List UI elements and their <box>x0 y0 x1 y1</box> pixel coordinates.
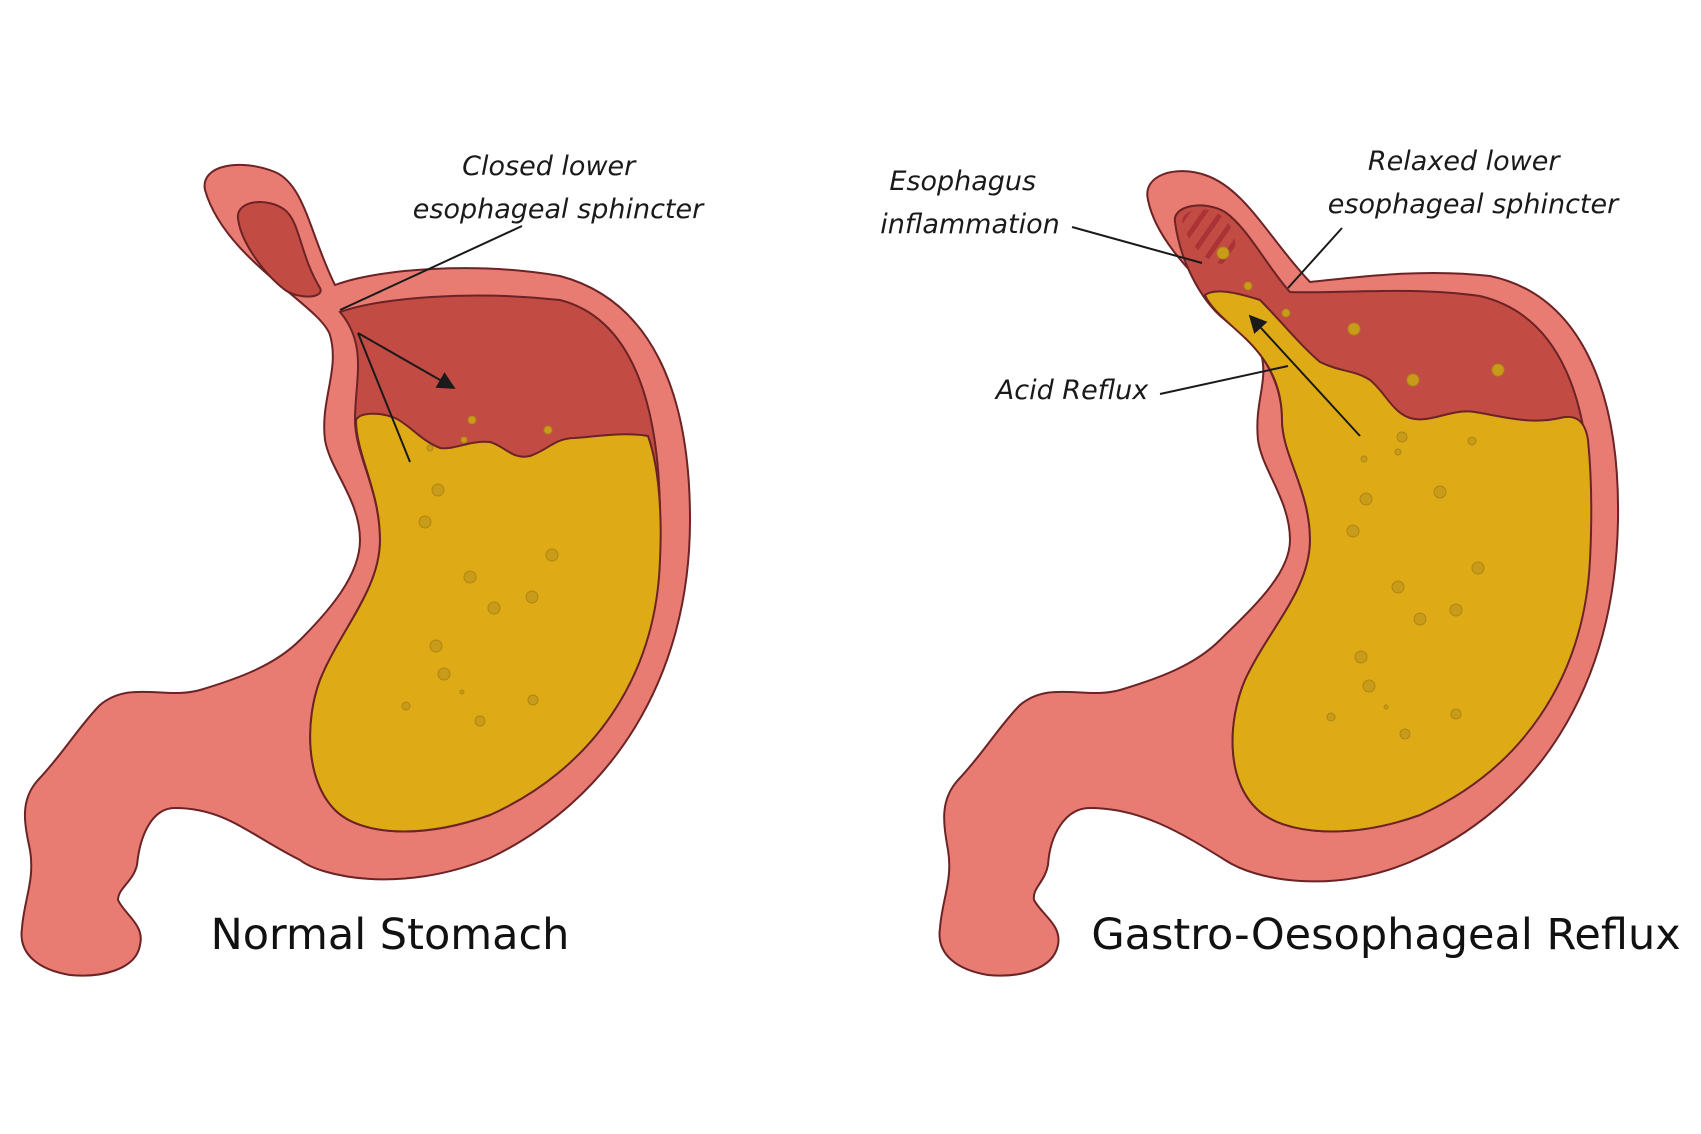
reflux-inflammation-label-line2: inflammation <box>880 209 1059 240</box>
normal-esophagus-lumen <box>236 201 322 298</box>
reflux-sphincter-label-line1: Relaxed lower <box>1368 146 1561 177</box>
reflux-leaders <box>1071 226 1361 437</box>
reflux-gastric-acid <box>1203 290 1593 833</box>
reflux-inflammation-label-line1: Esophagus <box>889 166 1036 197</box>
normal-gastric-acid <box>309 412 662 833</box>
reflux-acid-reflux-label: Acid Reflux <box>994 375 1149 406</box>
reflux-acid-bubbles <box>1216 246 1505 740</box>
reflux-sphincter-label: Relaxed lower esophageal sphincter <box>1328 146 1620 220</box>
normal-stomach-caption: Normal Stomach <box>211 910 570 960</box>
normal-sphincter-label-line2: esophageal sphincter <box>413 194 705 225</box>
normal-acid-bubbles <box>401 415 559 727</box>
reflux-sphincter-label-line2: esophageal sphincter <box>1328 189 1620 220</box>
normal-sphincter-label-line1: Closed lower <box>462 151 637 182</box>
normal-sphincter-label: Closed lower esophageal sphincter <box>413 151 705 225</box>
reflux-stomach-caption: Gastro-Oesophageal Reflux <box>1091 910 1680 960</box>
normal-sphincter-leaders <box>339 225 523 463</box>
reflux-inflammation-label: Esophagus inflammation <box>880 166 1059 240</box>
normal-stomach-panel: Closed lower esophageal sphincter Normal… <box>20 151 705 977</box>
reflux-stomach-panel: Esophagus inflammation Relaxed lower eso… <box>880 146 1681 977</box>
